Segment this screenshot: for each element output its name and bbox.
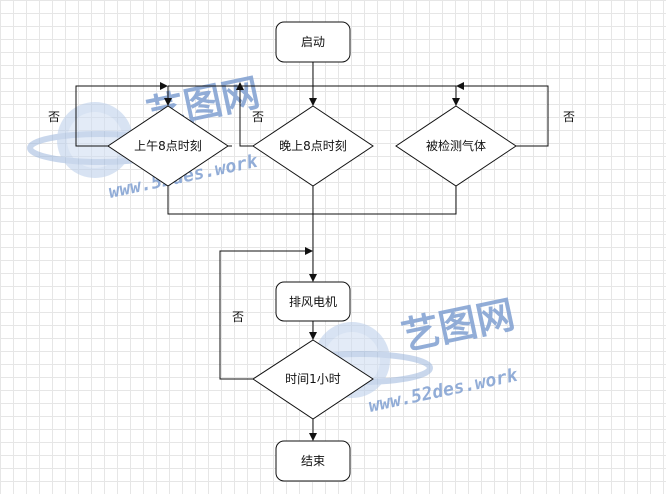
node-end-label: 结束 <box>301 454 325 468</box>
arrow-head <box>309 274 317 282</box>
watermark-title: 艺图网 <box>398 292 519 359</box>
node-fan[interactable]: 排风电机 <box>275 281 351 322</box>
edge-label-morning-no: 否 <box>48 110 60 124</box>
node-timer-decision[interactable]: 时间1小时 <box>252 339 374 420</box>
arrow-head <box>305 247 313 255</box>
edges <box>75 62 549 441</box>
node-evening-label: 晚上8点时刻 <box>279 139 347 153</box>
edge-morning-no <box>75 85 160 147</box>
node-fan-label: 排风电机 <box>289 295 337 309</box>
arrow-head <box>309 433 317 441</box>
arrow-head <box>160 82 168 90</box>
node-gas-decision[interactable]: 被检测气体 <box>395 105 517 187</box>
node-timer-label: 时间1小时 <box>285 372 341 386</box>
edge-gas-no <box>464 85 549 147</box>
arrow-head <box>309 98 317 106</box>
arrow-head <box>164 98 172 106</box>
edge-label-timer-no: 否 <box>232 310 244 324</box>
node-evening-decision[interactable]: 晚上8点时刻 <box>252 105 374 187</box>
node-morning-label: 上午8点时刻 <box>134 139 202 153</box>
edge-evening-no <box>239 86 253 147</box>
edge-timer-no <box>219 250 305 380</box>
edge-label-evening-no: 否 <box>252 110 264 124</box>
node-morning-decision[interactable]: 上午8点时刻 <box>107 105 229 187</box>
arrow-head <box>309 332 317 340</box>
arrow-head <box>456 82 464 90</box>
watermark-url: www.52des.work <box>367 365 521 417</box>
node-start-label: 启动 <box>301 35 325 49</box>
node-start[interactable]: 启动 <box>275 21 351 63</box>
arrow-head <box>236 82 244 90</box>
edge-label-gas-no: 否 <box>563 110 575 124</box>
arrow-head <box>452 98 460 106</box>
node-end[interactable]: 结束 <box>275 440 351 482</box>
edge-merge-bus <box>167 186 457 215</box>
node-gas-label: 被检测气体 <box>426 138 486 153</box>
